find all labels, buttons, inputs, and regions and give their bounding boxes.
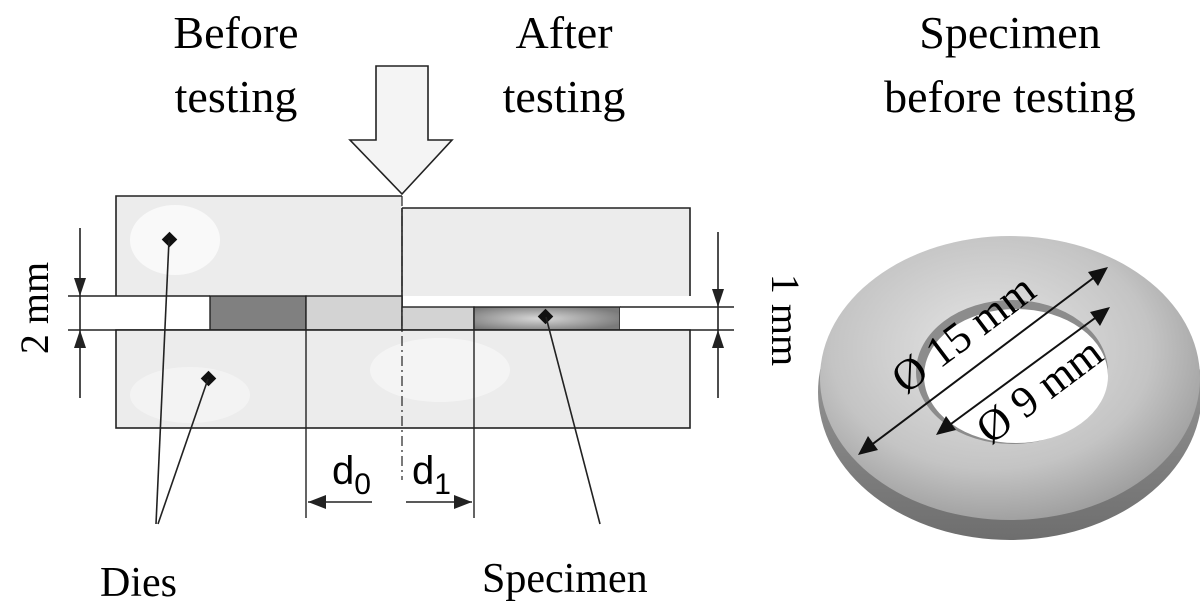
d0-label: d0: [332, 449, 371, 501]
d1-label: d1: [412, 449, 451, 501]
inner-diameter-arrowhead-start-icon: [936, 416, 956, 435]
dies-leader-upper: [155, 239, 170, 525]
after-testing-title-line1: After: [515, 7, 612, 58]
dies-marker-lower-icon: [200, 370, 217, 387]
specimen-gap-right: [620, 307, 734, 330]
thickness-before-arrow-bottom-icon: [74, 330, 86, 348]
specimen-before-section: [209, 295, 307, 331]
outer-diameter-arrowhead-end-icon: [1088, 267, 1108, 286]
thickness-after-arrow-bottom-icon: [712, 330, 724, 348]
dies-marker-upper-icon: [161, 231, 178, 248]
inner-diameter-arrowhead-end-icon: [1090, 307, 1110, 326]
specimen-washer-illustration: [818, 236, 1200, 540]
specimen-gap-left: [68, 296, 210, 330]
thickness-after-label: 1 mm: [763, 274, 808, 366]
upper-die: [116, 196, 690, 307]
before-testing-title-line1: Before: [173, 7, 298, 58]
thickness-before-arrow-top-icon: [74, 278, 86, 296]
inner-diameter-dimension-line: [939, 309, 1107, 433]
d0-arrowhead-icon: [308, 495, 326, 509]
dies-label: Dies: [100, 560, 177, 606]
photo-title-line1: Specimen: [919, 7, 1100, 58]
press-arrow-icon: [348, 65, 454, 196]
d1-arrowhead-icon: [454, 495, 472, 509]
specimen-hole-after: [401, 306, 475, 331]
outer-diameter-dimension-line: [861, 269, 1105, 453]
thickness-before-label: 2 mm: [12, 262, 57, 354]
photo-title-line2: before testing: [884, 71, 1136, 122]
thickness-after-arrow-top-icon: [712, 289, 724, 307]
lower-die-highlight: [370, 338, 510, 402]
after-testing-title-line2: testing: [503, 71, 626, 122]
specimen-leader: [545, 316, 601, 525]
outer-diameter-arrowhead-start-icon: [858, 436, 878, 455]
before-testing-title-line2: testing: [175, 71, 298, 122]
lower-die-highlight-left: [130, 367, 250, 423]
specimen-hole-before: [305, 295, 403, 331]
specimen-label: Specimen: [482, 556, 648, 602]
dies-leader-lower: [157, 378, 209, 525]
